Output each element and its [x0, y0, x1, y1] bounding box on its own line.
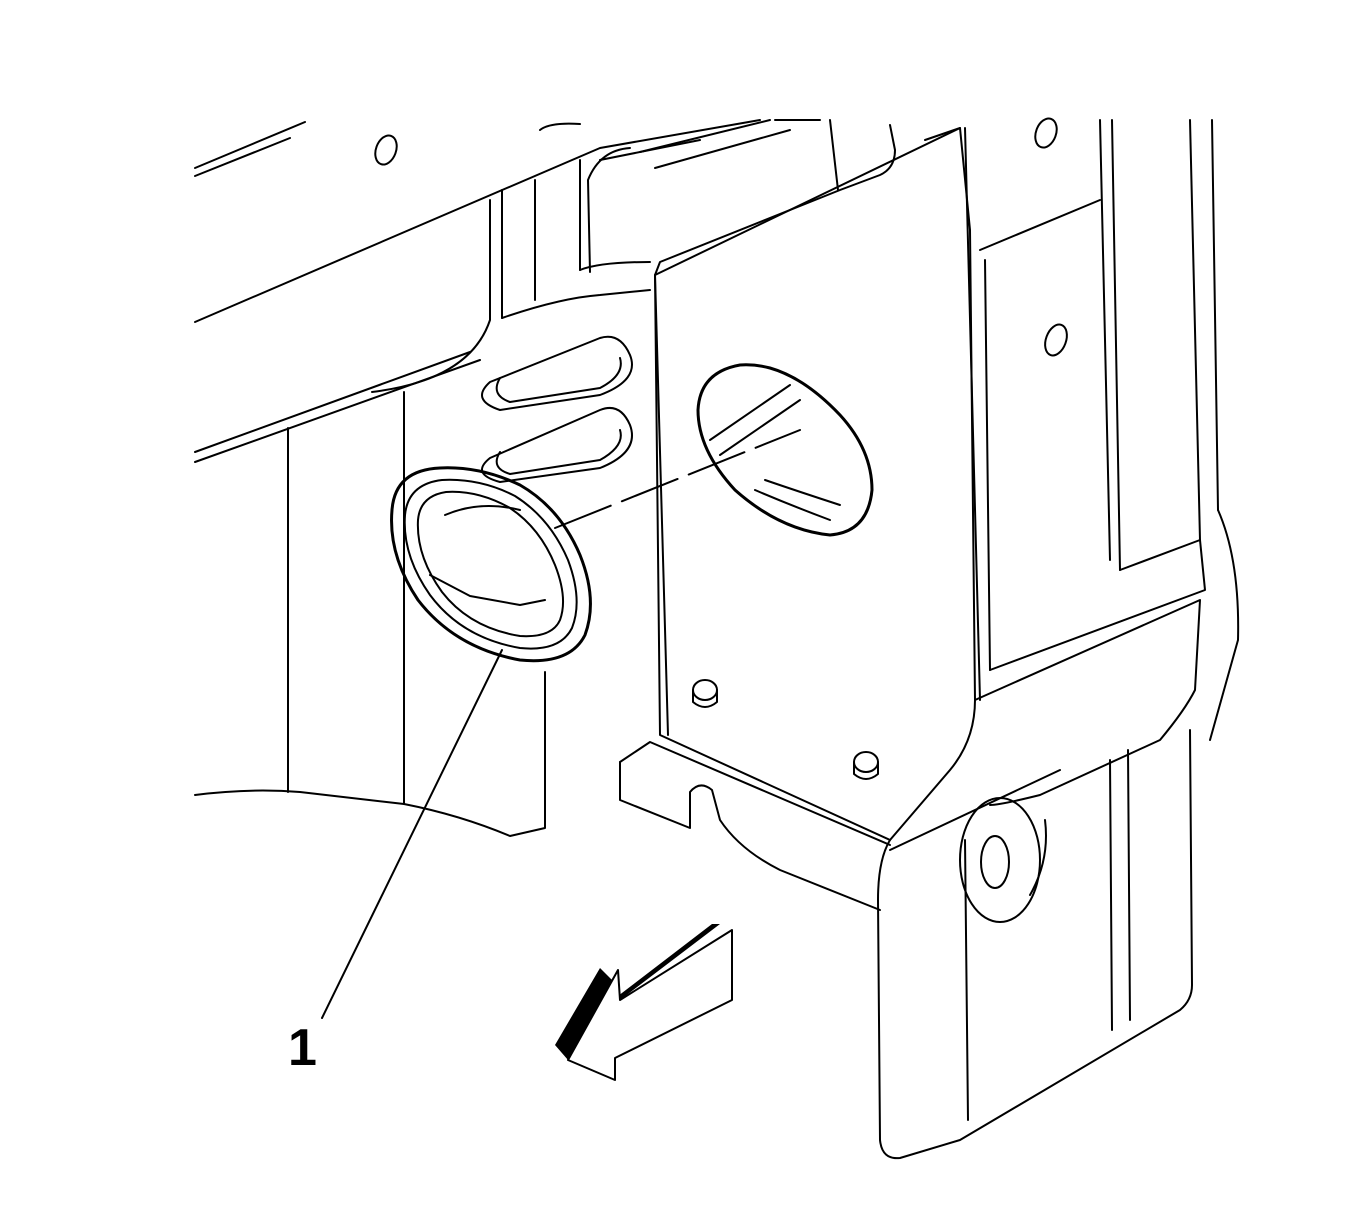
frame-rail-lower: [194, 147, 651, 837]
grommet: [390, 466, 592, 663]
rail-slots: [481, 335, 633, 483]
bracket-plate: [554, 119, 981, 841]
base-flange: [619, 741, 891, 911]
stud-upper: [692, 679, 718, 708]
frame-rail: [194, 119, 821, 463]
stud-lower: [853, 751, 879, 780]
front-direction-arrow-icon: [555, 924, 733, 1081]
callout-leader-line: [321, 649, 503, 1019]
mounting-bracket: [877, 599, 1201, 1160]
body-pillar: [979, 117, 1240, 741]
callout-label-1: 1: [288, 1019, 317, 1077]
